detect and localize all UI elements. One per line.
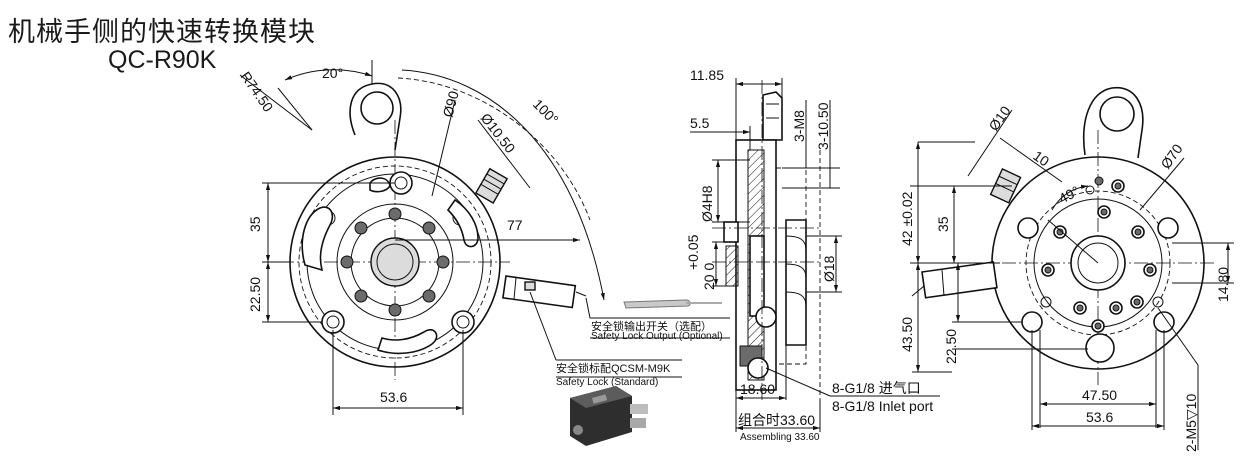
front-lobe-hole <box>360 91 394 125</box>
dim-42: 42 ±0.02 <box>899 191 915 246</box>
dim-3-m8: 3-M8 <box>791 110 807 142</box>
dim-35: 35 <box>247 216 263 232</box>
rear-holes <box>1017 176 1179 363</box>
dim-43-50: 43.50 <box>899 317 915 352</box>
dim-tol-base: 20 0 <box>701 263 717 290</box>
dim-14-80: 14.80 <box>1215 267 1231 302</box>
front-view: R74.50 20° 100° Ø90 Ø10.50 77 35 22.50 5… <box>238 60 730 446</box>
dim-angle-20: 20° <box>322 65 343 81</box>
dim-phi4h8: Ø4H8 <box>699 185 715 222</box>
safety-lock-render <box>570 386 648 446</box>
dim-tol-upper: +0.05 <box>685 234 701 270</box>
dim-phi70: Ø70 <box>1157 141 1185 172</box>
model-number: QC-R90K <box>108 46 217 74</box>
rear-view: Ø10 10 Ø70 49° 42 ±0.02 35 43.50 22.50 1… <box>899 87 1234 452</box>
dim-2-m5: 2-M5▽10 <box>1183 394 1199 452</box>
dim-10: 10 <box>1030 147 1052 169</box>
dim-53-6: 53.6 <box>380 389 407 405</box>
dim-22-50: 22.50 <box>247 277 263 312</box>
port-label-en: 8-G1/8 Inlet port <box>832 398 933 414</box>
dim-77: 77 <box>507 217 523 233</box>
dim-53-6-rear: 53.6 <box>1086 409 1113 425</box>
dim-assembly-en: Assembling 33.60 <box>740 432 820 443</box>
note-optional-cn: 安全锁输出开关（选配） <box>591 319 712 333</box>
dim-11-85: 11.85 <box>690 67 724 83</box>
note-standard-en: Safety Lock (Standard) <box>556 377 658 388</box>
front-port-holes <box>340 207 450 317</box>
dim-3-10-50: 3-10.50 <box>815 102 831 150</box>
note-standard-cn: 安全锁标配QCSM-M9K <box>556 361 671 375</box>
dim-18-60: 18.60 <box>740 381 775 397</box>
dim-angle-100: 100° <box>530 96 562 128</box>
dim-22-50-rear: 22.50 <box>943 329 959 364</box>
dim-47-50: 47.50 <box>1082 387 1117 403</box>
dim-phi18: Ø18 <box>821 255 837 282</box>
dim-5-5: 5.5 <box>690 115 710 131</box>
port-label-cn: 8-G1/8 进气口 <box>832 380 921 396</box>
side-view: 11.85 5.5 3-M8 3-10.50 Ø4H8 +0.05 20 0 Ø… <box>685 67 940 443</box>
note-optional-en: Safety Lock Output (Optional) <box>591 331 723 342</box>
dim-phi90: Ø90 <box>439 89 461 119</box>
dim-phi10: Ø10 <box>985 103 1013 134</box>
dim-assembly-cn: 组合时33.60 <box>738 412 815 428</box>
dim-r74: R74.50 <box>238 69 277 115</box>
page-title: 机械手侧的快速转换模块 <box>8 17 316 48</box>
dim-35-rear: 35 <box>935 216 951 232</box>
